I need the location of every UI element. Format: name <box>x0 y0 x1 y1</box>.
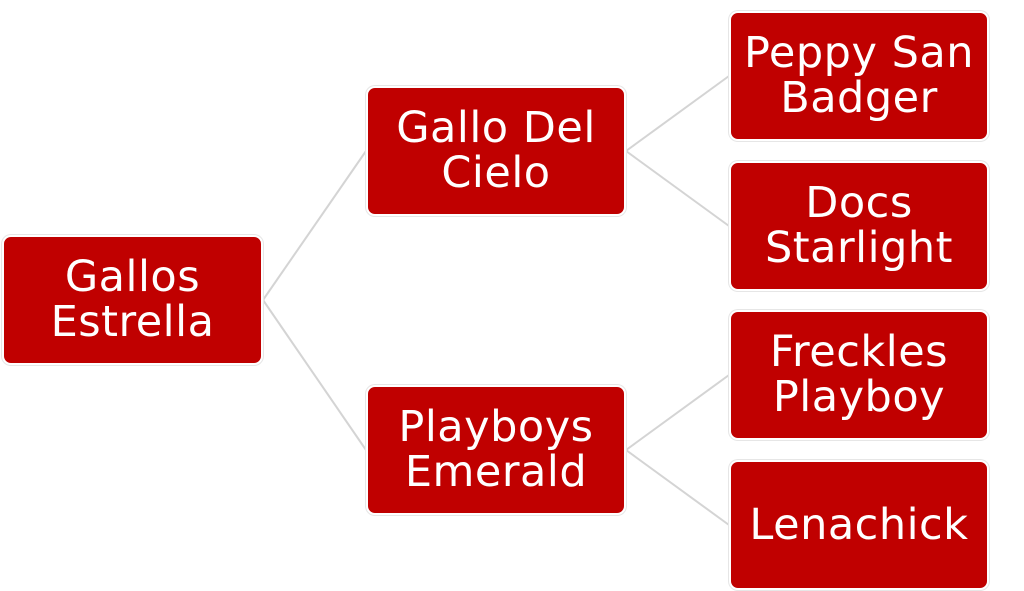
node-dam-sire: Freckles Playboy <box>729 310 989 440</box>
node-sire-dam: Docs Starlight <box>729 161 989 291</box>
connector-dam-to-dam-sire <box>625 374 730 451</box>
node-dam: Playboys Emerald <box>366 385 626 515</box>
node-dam-dam: Lenachick <box>729 460 989 590</box>
connector-sire-to-sire-sire <box>625 75 730 152</box>
node-sire-sire: Peppy San Badger <box>729 11 989 141</box>
node-sire-label: Gallo Del Cielo <box>396 103 596 198</box>
node-dam-label: Playboys Emerald <box>398 402 594 497</box>
node-sire-sire-label: Peppy San Badger <box>744 28 974 123</box>
connector-root-to-dam <box>262 299 367 451</box>
connector-sire-to-sire-dam <box>625 150 730 227</box>
node-root-label: Gallos Estrella <box>50 252 215 347</box>
node-dam-dam-label: Lenachick <box>749 499 969 550</box>
node-root: Gallos Estrella <box>2 235 263 365</box>
node-sire: Gallo Del Cielo <box>366 86 626 216</box>
node-dam-sire-label: Freckles Playboy <box>769 327 949 422</box>
connector-dam-to-dam-dam <box>625 449 730 526</box>
node-sire-dam-label: Docs Starlight <box>765 178 953 273</box>
connector-root-to-sire <box>262 150 367 301</box>
